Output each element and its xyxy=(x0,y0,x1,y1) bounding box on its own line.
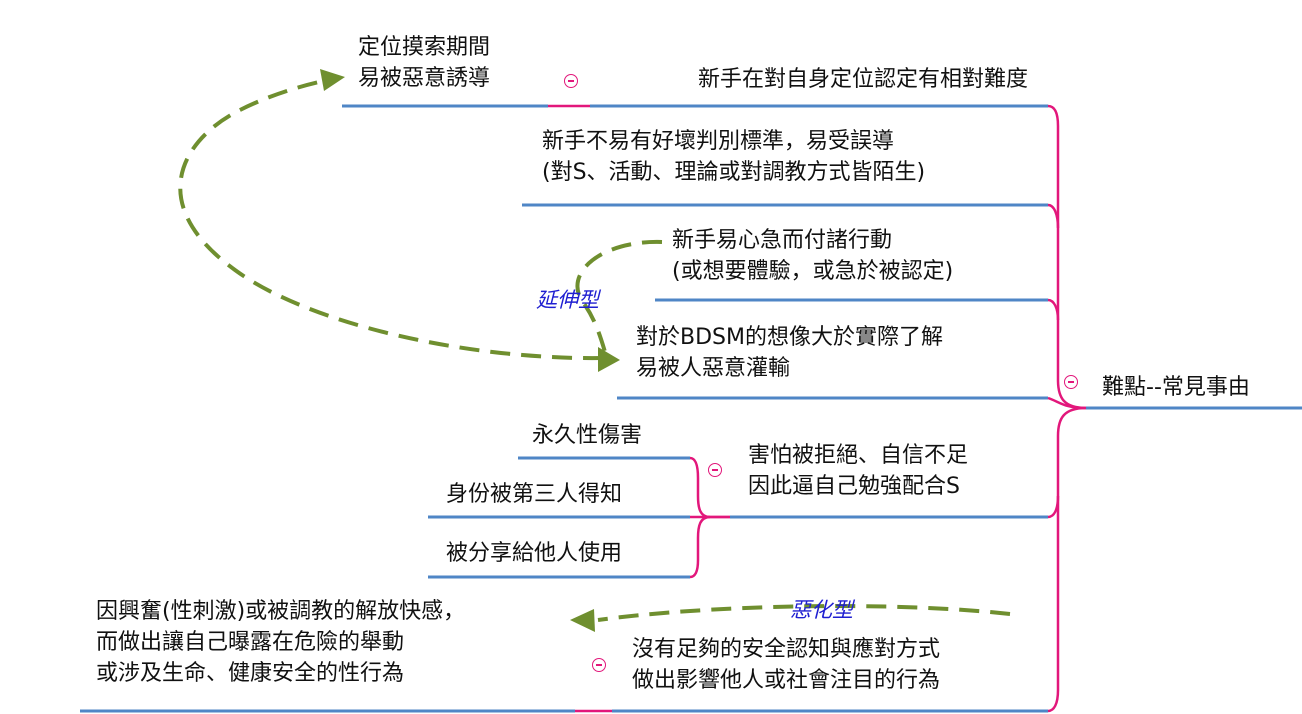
arrow-head-to-b1-sub xyxy=(320,69,345,91)
extension-loop-arrow xyxy=(178,78,604,361)
branch-topic[interactable]: 新手不易有好壞判別標準，易受誤導 (對S、活動、理論或對調教方式皆陌生) xyxy=(542,126,925,188)
branch-text-line: 新手在對自身定位認定有相對難度 xyxy=(697,67,1028,92)
collapse-minus-icon[interactable] xyxy=(564,74,578,88)
sub-text-line: 而做出讓自己曝露在危險的舉動 xyxy=(96,630,405,655)
collapse-minus-icon[interactable] xyxy=(1064,375,1078,389)
sub-topic[interactable]: 身份被第三人得知 xyxy=(446,479,622,510)
branch-topic[interactable]: 新手易心急而付諸行動 (或想要體驗，或急於被認定) xyxy=(672,225,953,287)
root-topic[interactable]: 難點--常見事由 xyxy=(1102,372,1250,403)
sub-text-line: 定位摸索期間 xyxy=(358,35,491,60)
branch-topic[interactable]: 新手在對自身定位認定有相對難度 xyxy=(698,64,1028,95)
relationship-label-extension[interactable]: 延伸型 xyxy=(536,288,599,312)
arrow-heads xyxy=(320,69,620,632)
arrow-head-to-b4 xyxy=(598,347,620,372)
branch-text-line: 沒有足夠的安全認知與應對方式 xyxy=(632,637,941,662)
sub-topic[interactable]: 永久性傷害 xyxy=(532,420,642,451)
branch-topic[interactable]: 沒有足夠的安全認知與應對方式 做出影響他人或社會注目的行為 xyxy=(632,634,940,696)
branch-text-line: (對S、活動、理論或對調教方式皆陌生) xyxy=(542,160,926,185)
branch-text-line: 對於BDSM的想像大於實際了解 xyxy=(636,325,943,350)
branch-text-line: 害怕被拒絕、自信不足 xyxy=(748,443,969,468)
branch-topic[interactable]: 害怕被拒絕、自信不足 因此逼自己勉強配合S xyxy=(748,440,968,502)
connectors xyxy=(548,104,1087,713)
extension-short-arrow xyxy=(575,239,663,353)
sub-text-line: 身份被第三人得知 xyxy=(446,482,623,507)
sub-topic[interactable]: 因興奮(性刺激)或被調教的解放快感， 而做出讓自己曝露在危險的舉動 或涉及生命、… xyxy=(96,596,465,689)
branch-text-line: 新手易心急而付諸行動 xyxy=(672,228,893,253)
root-label: 難點--常見事由 xyxy=(1102,375,1250,400)
collapse-minus-icon[interactable] xyxy=(708,463,722,477)
branch-text-line: 易被人惡意灌輸 xyxy=(636,356,791,381)
sub-text-line: 被分享給他人使用 xyxy=(446,541,623,566)
branch-text-line: 新手不易有好壞判別標準，易受誤導 xyxy=(542,129,895,154)
collapse-minus-icon[interactable] xyxy=(592,658,606,672)
sub-text-line: 或涉及生命、健康安全的性行為 xyxy=(96,661,405,686)
sub-topic[interactable]: 被分享給他人使用 xyxy=(446,538,622,569)
branch-text-line: 因此逼自己勉強配合S xyxy=(748,474,960,499)
sub-text-line: 因興奮(性刺激)或被調教的解放快感， xyxy=(96,599,466,624)
arrow-head-to-b6-sub xyxy=(570,609,595,632)
branch-topic[interactable]: 對於BDSM的想像大於實際了解 易被人惡意灌輸 xyxy=(636,322,943,384)
branch-text-line: 做出影響他人或社會注目的行為 xyxy=(632,668,941,693)
branch-text-line: (或想要體驗，或急於被認定) xyxy=(672,259,954,284)
node-underlines xyxy=(80,104,1302,713)
sub-topic[interactable]: 定位摸索期間 易被惡意誘導 xyxy=(358,32,490,94)
relationship-arrows xyxy=(178,78,1011,622)
sub-text-line: 易被惡意誘導 xyxy=(358,66,491,91)
sub-text-line: 永久性傷害 xyxy=(532,423,643,448)
relationship-label-deterioration[interactable]: 惡化型 xyxy=(790,598,853,622)
